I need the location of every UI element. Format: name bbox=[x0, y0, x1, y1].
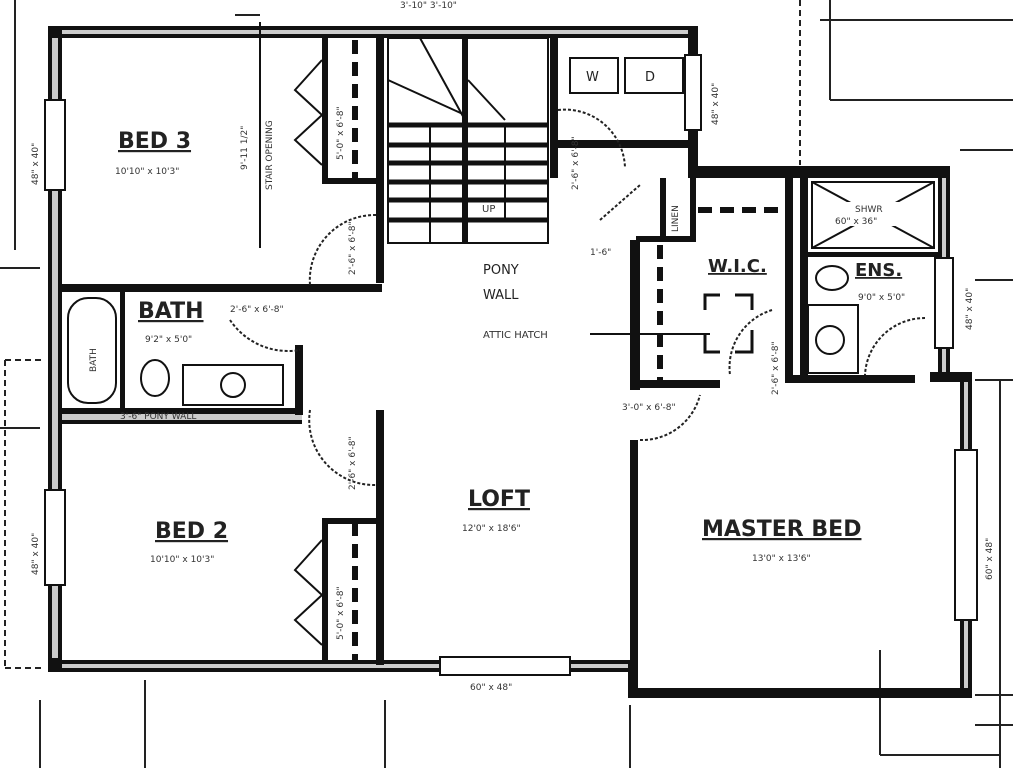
ens-room-size: 9'0" x 5'0" bbox=[858, 293, 905, 303]
bed2-door-swing[interactable] bbox=[308, 409, 377, 487]
laundry-door-label: 2'-6" x 6'-8" bbox=[571, 136, 581, 190]
vanity bbox=[182, 364, 284, 406]
linen-door[interactable] bbox=[599, 184, 641, 221]
laundry-window-label: 48" x 40" bbox=[711, 83, 721, 125]
bathtub bbox=[67, 297, 117, 404]
linen-door-label: 1'-6" bbox=[590, 248, 611, 258]
bed3-room-size: 10'10" x 10'3" bbox=[115, 167, 179, 177]
laundry-window bbox=[684, 54, 702, 131]
master-door-label: 3'-0" x 6'-8" bbox=[622, 403, 676, 413]
washer bbox=[569, 57, 619, 94]
master-room-size: 13'0" x 13'6" bbox=[752, 554, 811, 564]
attic-hatch bbox=[703, 293, 754, 354]
shower bbox=[811, 181, 935, 249]
attic-hatch-label: ATTIC HATCH bbox=[483, 330, 548, 341]
bathtub-label: BATH bbox=[89, 348, 99, 372]
bed2-window-label: 48" x 40" bbox=[31, 533, 41, 575]
pony-wall-label-2: WALL bbox=[483, 288, 519, 303]
stair-marker: UP bbox=[482, 204, 495, 215]
staircase bbox=[387, 37, 549, 244]
master-room-name: MASTER BED bbox=[702, 517, 861, 542]
dryer-label: D bbox=[645, 70, 655, 85]
loft-window bbox=[439, 656, 571, 676]
loft-room-size: 12'0" x 18'6" bbox=[462, 524, 521, 534]
loft-room-name: LOFT bbox=[468, 487, 530, 512]
bed2-room-size: 10'10" x 10'3" bbox=[150, 555, 214, 565]
toilet bbox=[140, 359, 170, 397]
bed3-door-swing[interactable] bbox=[308, 213, 377, 286]
master-window-label: 60" x 48" bbox=[985, 538, 995, 580]
bath-pony-wall-label: 3'-6" PONY WALL bbox=[120, 412, 196, 422]
bath-room-size: 9'2" x 5'0" bbox=[145, 335, 192, 345]
pony-wall-label: PONY bbox=[483, 263, 519, 278]
stair-opening-label: STAIR OPENING bbox=[265, 120, 275, 190]
interior-walls bbox=[62, 38, 938, 665]
bed3-window-label: 48" x 40" bbox=[31, 143, 41, 185]
bath-door-swing[interactable] bbox=[229, 319, 301, 352]
bed2-window bbox=[44, 489, 66, 586]
closet-bed2-door-label: 5'-0" x 6'-8" bbox=[336, 586, 346, 640]
sink bbox=[220, 372, 246, 398]
wic-door-swing[interactable] bbox=[728, 309, 773, 376]
ens-vanity bbox=[807, 304, 859, 374]
wic-door-label: 2'-6" x 6'-8" bbox=[771, 341, 781, 395]
master-window bbox=[954, 449, 978, 621]
ens-toilet bbox=[815, 265, 849, 291]
linen-label: LINEN bbox=[671, 205, 681, 232]
ens-door-swing[interactable] bbox=[864, 316, 926, 376]
bath-room-name: BATH bbox=[138, 299, 204, 324]
master-door-swing[interactable] bbox=[639, 394, 701, 442]
ens-sink bbox=[815, 325, 845, 355]
laundry-door-swing[interactable] bbox=[557, 108, 626, 169]
bed2-room-name: BED 2 bbox=[155, 519, 228, 544]
bath-door-label: 2'-6" x 6'-8" bbox=[230, 305, 284, 315]
shower-size: 60" x 36" bbox=[835, 217, 877, 227]
dryer bbox=[624, 57, 684, 94]
washer-label: W bbox=[586, 70, 599, 85]
windows bbox=[44, 54, 978, 676]
loft-window-label: 60" x 48" bbox=[470, 683, 512, 693]
ens-window bbox=[934, 257, 954, 349]
bed2-door-label: 2'-6" x 6'-8" bbox=[348, 436, 358, 490]
top-dimension: 3'-10" 3'-10" bbox=[400, 1, 457, 11]
bed3-window bbox=[44, 99, 66, 191]
bifold-door-bed3[interactable] bbox=[293, 59, 324, 166]
shower-label: SHWR bbox=[855, 205, 883, 215]
ens-room-name: ENS. bbox=[855, 260, 902, 281]
bed3-door-label: 2'-6" x 6'-8" bbox=[348, 221, 358, 275]
stair-dim: 9'-11 1/2" bbox=[240, 126, 250, 170]
ens-window-label: 48" x 40" bbox=[965, 288, 975, 330]
bifold-door-bed2[interactable] bbox=[293, 539, 324, 646]
bed3-room-name: BED 3 bbox=[118, 129, 191, 154]
wic-room-name: W.I.C. bbox=[708, 256, 767, 277]
closet-bed3-door-label: 5'-0" x 6'-8" bbox=[336, 106, 346, 160]
